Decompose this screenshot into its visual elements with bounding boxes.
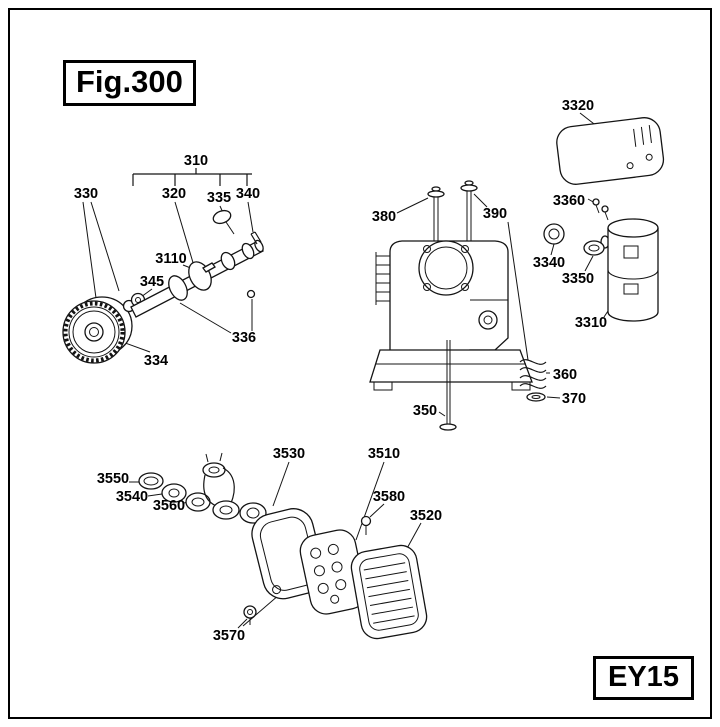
part-label-3310: 3310 — [574, 315, 608, 331]
part-label-3360: 3360 — [552, 193, 586, 209]
part-label-390: 390 — [482, 206, 508, 222]
part-label-336: 336 — [231, 330, 257, 346]
part-label-340: 340 — [235, 186, 261, 202]
exhaust-assembly-art — [129, 452, 428, 640]
part-label-310: 310 — [183, 153, 209, 169]
engine-assembly-art — [369, 112, 665, 431]
lockwasher-3550 — [138, 472, 164, 490]
part-label-3520: 3520 — [409, 508, 443, 524]
part-label-350: 350 — [412, 403, 438, 419]
part-label-370: 370 — [561, 391, 587, 407]
part-label-3570: 3570 — [212, 628, 246, 644]
gasket-3560 — [185, 492, 211, 512]
washer-3540 — [161, 483, 187, 503]
part-label-3560: 3560 — [152, 498, 186, 514]
engine-block — [369, 240, 533, 391]
spring-360 — [519, 359, 547, 389]
part-label-320: 320 — [161, 186, 187, 202]
manifold-elbow — [202, 452, 240, 520]
part-label-3530: 3530 — [272, 446, 306, 462]
part-label-380: 380 — [371, 209, 397, 225]
part-label-3580: 3580 — [372, 489, 406, 505]
muffler-3320 — [556, 117, 665, 185]
part-label-3320: 3320 — [561, 98, 595, 114]
figure-number: Fig.300 — [76, 64, 183, 99]
part-label-334: 334 — [143, 353, 169, 369]
part-label-335: 335 — [206, 190, 232, 206]
figure-number-box: Fig.300 — [63, 60, 196, 106]
muffler-3520 — [350, 544, 428, 640]
bolt-3570 — [243, 605, 257, 625]
screws-3360 — [592, 198, 609, 221]
part-label-330: 330 — [73, 186, 99, 202]
valve-350 — [439, 340, 457, 431]
bolt-390 — [460, 180, 478, 244]
part-label-3350: 3350 — [561, 271, 595, 287]
page-border — [8, 8, 712, 719]
part-label-3340: 3340 — [532, 255, 566, 271]
nut-3340 — [543, 223, 565, 245]
washer-370 — [526, 392, 546, 402]
part-label-3540: 3540 — [115, 489, 149, 505]
part-label-3110: 3110 — [155, 251, 187, 267]
elbow-3350 — [583, 235, 610, 256]
model-code-box: EY15 — [593, 656, 694, 701]
part-label-3550: 3550 — [96, 471, 130, 487]
follower-335 — [212, 209, 232, 225]
camshaft-assembly-art — [62, 168, 264, 364]
bolt-3580 — [360, 515, 372, 535]
model-code: EY15 — [608, 661, 679, 693]
key-3110 — [202, 262, 216, 273]
part-label-360: 360 — [552, 367, 578, 383]
canister-3310 — [607, 218, 659, 322]
part-label-345: 345 — [139, 274, 165, 290]
pin-340 — [250, 231, 262, 245]
part-label-3510: 3510 — [367, 446, 401, 462]
